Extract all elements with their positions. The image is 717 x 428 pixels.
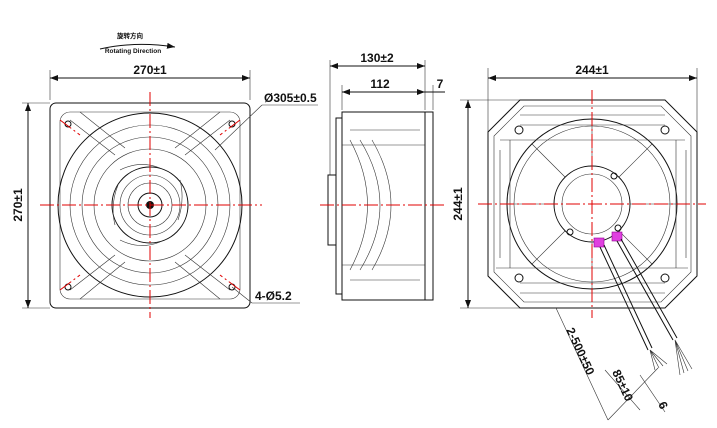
cables [599,238,693,376]
flange-label: 7 [437,77,444,91]
rotation-label-en: Rotating Direction [105,48,161,55]
strip-length-label: 85±10 [609,367,636,403]
holes-label: 4-Ø5.2 [255,289,292,303]
overall-depth-label: 130±2 [360,51,394,65]
side-view: 130±2 112 7 [320,51,445,301]
cable-connector [593,231,623,248]
rear-height-label: 244±1 [451,187,465,221]
rotation-arrow-icon [99,42,176,50]
cable-length-label: 2-500±50 [563,325,597,377]
rotation-direction-indicator: 旋转方向 Rotating Direction [99,31,176,55]
rear-frame [487,99,698,309]
rear-width-label: 244±1 [575,63,609,77]
side-body [341,111,426,301]
front-view: 270±1 270±1 Ø305±0.5 4-Ø5.2 [11,63,318,318]
rear-view: 244±1 244±1 2-50 [451,63,706,421]
diameter-label: Ø305±0.5 [264,91,317,105]
body-depth-label: 112 [370,77,390,91]
front-width-label: 270±1 [133,63,167,77]
front-height-label: 270±1 [11,188,25,222]
rotation-label-cn: 旋转方向 [116,31,144,40]
